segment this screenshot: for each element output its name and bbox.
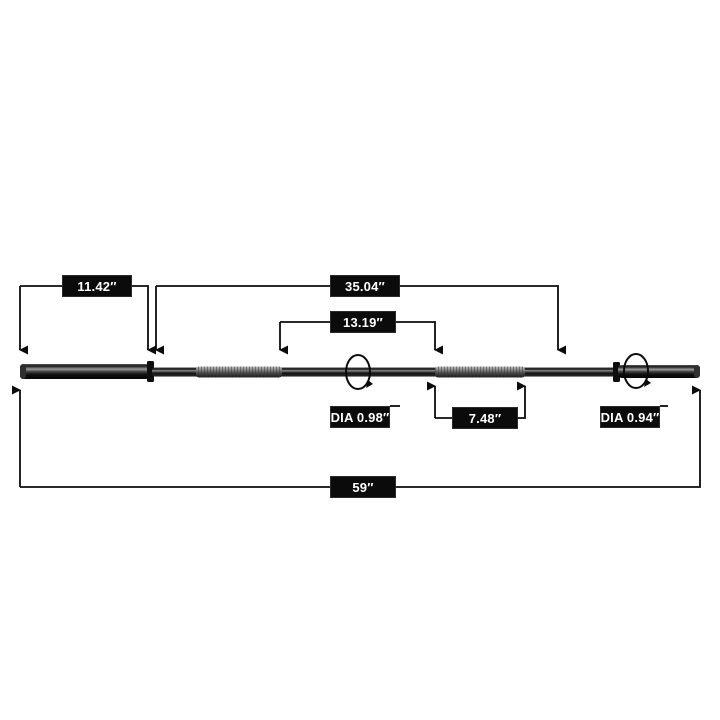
bar-right-endcap (694, 365, 700, 378)
bar-left-knurl (196, 366, 282, 378)
leader-7-48-rail-right (517, 381, 526, 419)
label-grip-to-knurl: 13.19″ (330, 311, 396, 333)
bar-left-collar (147, 361, 154, 382)
sleeve-diameter-loop (623, 353, 651, 389)
label-overall-length: 59″ (330, 476, 396, 498)
bar-left-endcap (20, 364, 26, 379)
label-sleeve-diameter: DIA 0.94″ (600, 406, 660, 428)
leader-59-rail-right (396, 385, 701, 488)
label-shaft-diameter: DIA 0.98″ (330, 406, 390, 428)
barbell-graphic (20, 361, 700, 382)
shaft-diameter-loop (345, 354, 373, 390)
bar-right-collar (613, 362, 620, 382)
leader-35-04-rail-right (400, 285, 566, 355)
label-sleeve-length: 11.42″ (62, 275, 132, 297)
bar-left-sleeve (20, 364, 150, 379)
bar-right-sleeve (618, 365, 700, 378)
label-center-knurl: 7.48″ (452, 407, 518, 429)
leader-11-42-rail-right (132, 285, 156, 355)
label-shoulder-to-shoulder: 35.04″ (330, 275, 400, 297)
bar-center-knurl (435, 366, 525, 378)
leader-13-19-rail-right (396, 321, 443, 355)
